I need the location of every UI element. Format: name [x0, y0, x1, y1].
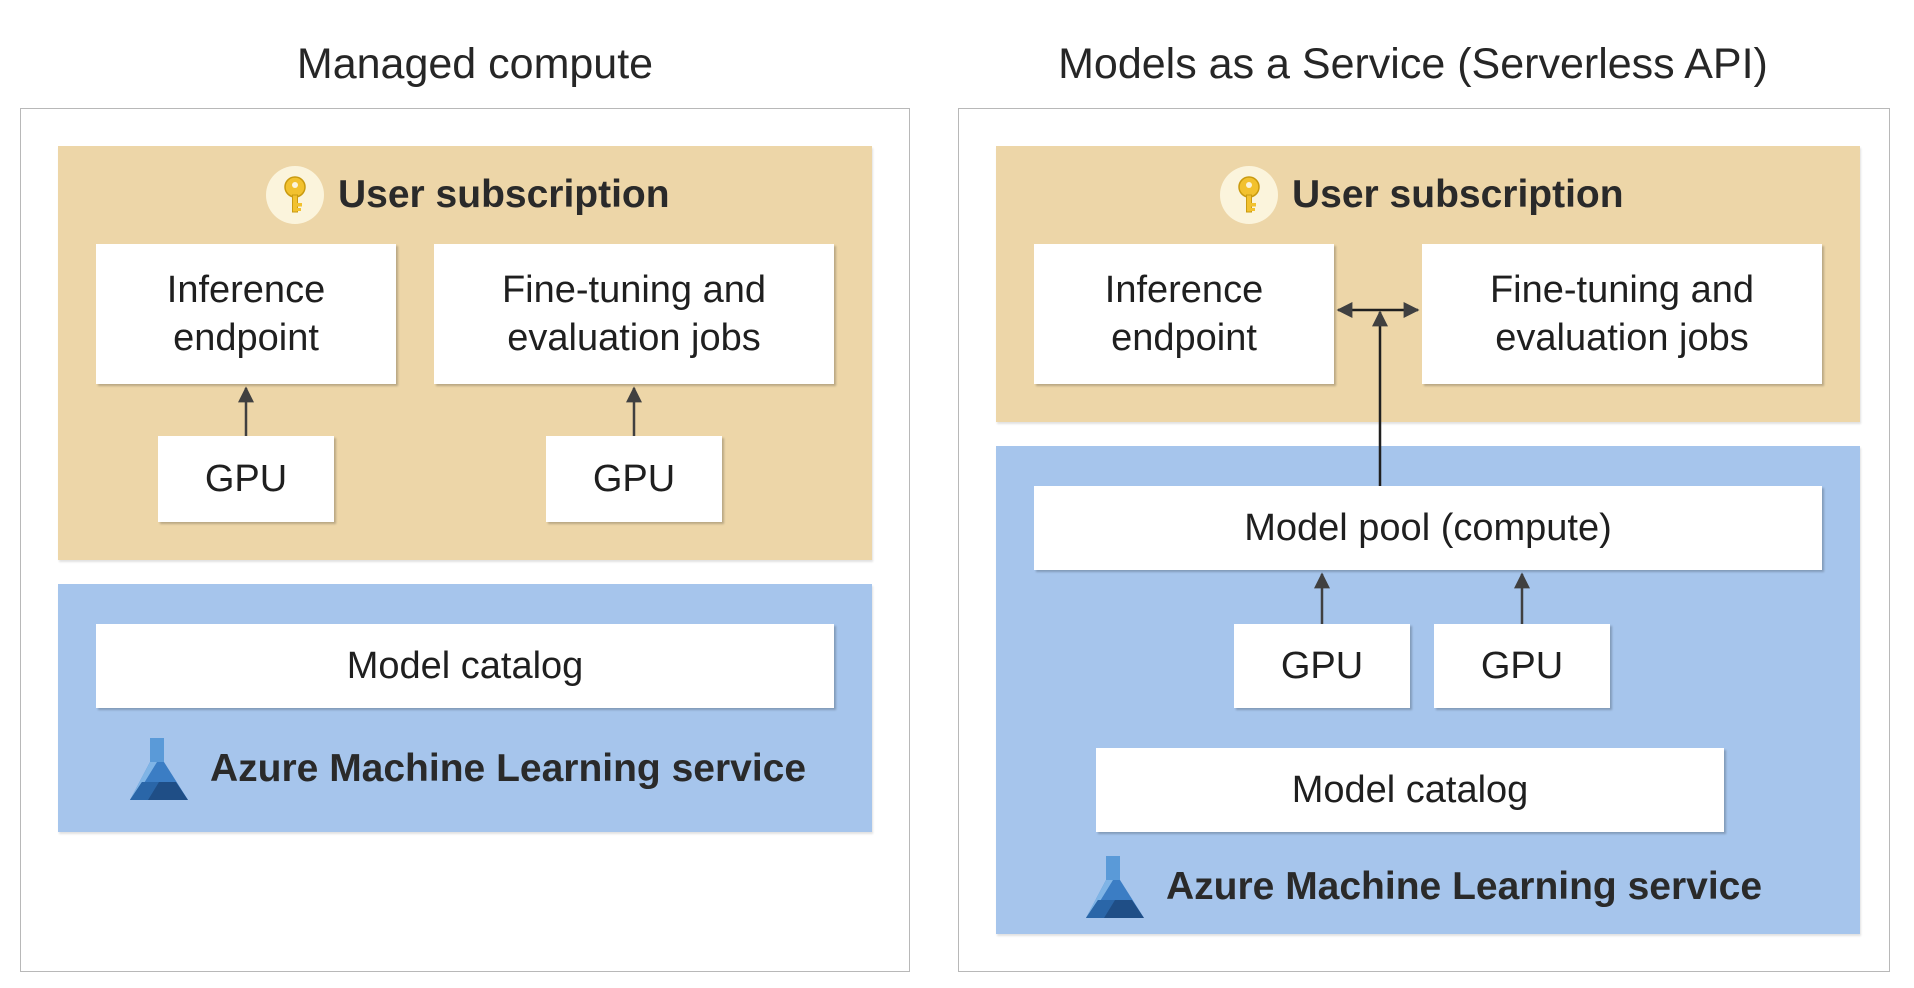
left-inference-line1: Inference	[166, 269, 326, 311]
key-icon	[1220, 166, 1278, 224]
right-gpu-box-b: GPU	[1434, 624, 1610, 708]
right-finetuning-box: Fine-tuning and evaluation jobs	[1422, 244, 1822, 384]
right-inference-line2: endpoint	[1111, 317, 1257, 359]
left-model-catalog-box: Model catalog	[96, 624, 834, 708]
left-finetuning-box: Fine-tuning and evaluation jobs	[434, 244, 834, 384]
azure-ml-flask-icon	[1086, 856, 1144, 918]
left-finetune-line1: Fine-tuning and	[501, 269, 767, 311]
key-icon	[266, 166, 324, 224]
left-service-heading: Azure Machine Learning service	[128, 734, 806, 804]
right-service-heading: Azure Machine Learning service	[1084, 852, 1762, 922]
left-panel-title: Managed compute	[296, 40, 654, 88]
right-model-pool-box: Model pool (compute)	[1034, 486, 1822, 570]
left-subscription-heading: User subscription	[266, 160, 670, 230]
right-finetune-line2: evaluation jobs	[1495, 317, 1749, 359]
right-gpu-box-a: GPU	[1234, 624, 1410, 708]
right-inference-line1: Inference	[1104, 269, 1264, 311]
right-panel-title: Models as a Service (Serverless API)	[1058, 40, 1768, 88]
left-service-label: Azure Machine Learning service	[210, 747, 807, 790]
left-subscription-label: User subscription	[338, 173, 670, 216]
left-gpu-box-finetune: GPU	[546, 436, 722, 522]
left-inference-line2: endpoint	[173, 317, 319, 359]
left-gpu-box-inference: GPU	[158, 436, 334, 522]
left-finetune-line2: evaluation jobs	[507, 317, 761, 359]
right-finetune-line1: Fine-tuning and	[1489, 269, 1755, 311]
right-service-label: Azure Machine Learning service	[1166, 865, 1763, 908]
right-inference-endpoint-box: Inference endpoint	[1034, 244, 1334, 384]
azure-ml-flask-icon	[130, 738, 188, 800]
right-model-catalog-box: Model catalog	[1096, 748, 1724, 832]
left-inference-endpoint-box: Inference endpoint	[96, 244, 396, 384]
right-subscription-heading: User subscription	[1220, 160, 1624, 230]
right-subscription-label: User subscription	[1292, 173, 1624, 216]
